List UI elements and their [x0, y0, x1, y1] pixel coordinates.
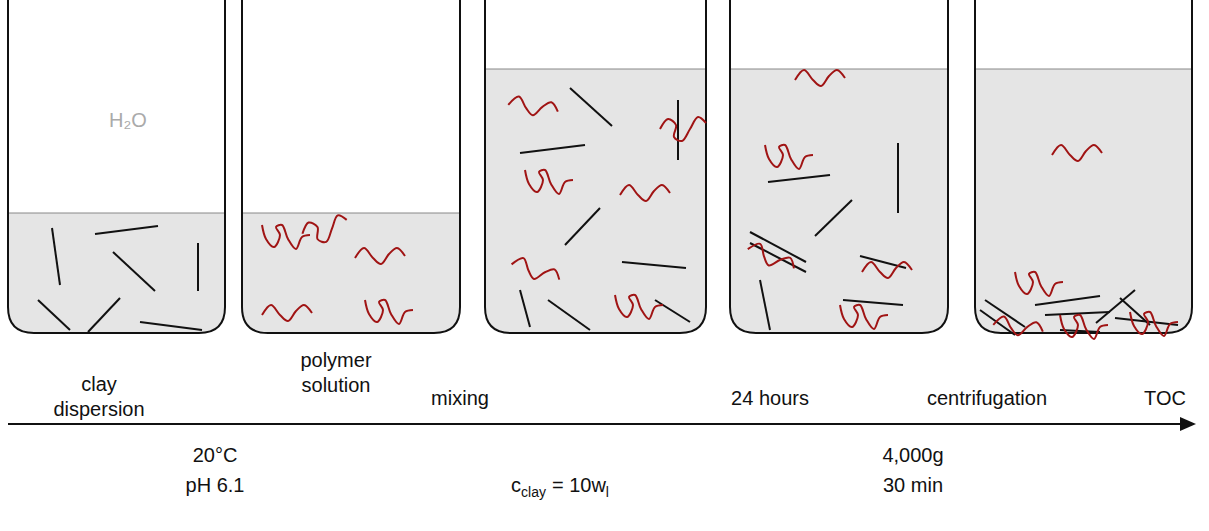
formula-text: c [511, 474, 521, 496]
polymer-chain [365, 300, 413, 324]
polymer-chain [660, 117, 706, 141]
clay-platelet [897, 143, 899, 213]
label: clay dispersion [44, 372, 154, 422]
clay-platelet [197, 243, 199, 291]
clay-platelet [1035, 296, 1100, 305]
clay-platelet [768, 175, 830, 182]
clay-platelet [113, 252, 155, 291]
liquid-surface [485, 69, 706, 70]
formula: cclay = 10wl [511, 473, 609, 505]
label: 20°C [175, 443, 255, 468]
clay-platelet [570, 88, 612, 126]
clay-platelet [95, 226, 158, 234]
beaker [8, 0, 225, 333]
clay-platelet [815, 200, 852, 236]
polymer-chain [795, 70, 845, 86]
polymer-chain [525, 170, 573, 194]
liquid-surface [975, 69, 1192, 70]
label: 4,000g [863, 443, 963, 468]
clay-platelet [548, 300, 590, 330]
polymer-chain [615, 295, 663, 319]
label: pH 6.1 [170, 473, 260, 498]
label: 30 min [863, 473, 963, 498]
label: centrifugation [907, 386, 1067, 411]
clay-platelet [140, 322, 202, 330]
beaker [730, 0, 948, 333]
liquid-surface [730, 69, 948, 70]
clay-platelet [980, 310, 1015, 335]
timeline [8, 423, 1182, 425]
polymer-chain [1052, 145, 1102, 161]
polymer-chain [262, 305, 312, 321]
polymer-chain [1060, 315, 1108, 339]
label: TOC [1135, 386, 1195, 411]
liquid [242, 213, 460, 333]
subscript: l [606, 484, 609, 500]
clay-platelet [677, 100, 679, 160]
liquid-surface [8, 213, 225, 214]
polymer-chain [765, 145, 813, 169]
liquid-surface [242, 213, 460, 214]
clay-platelet [520, 145, 585, 153]
polymer-chain [1130, 312, 1178, 336]
clay-platelet [655, 300, 690, 322]
label: mixing [415, 386, 505, 411]
beaker [975, 0, 1192, 333]
polymer-chain [840, 305, 888, 329]
clay-platelet [38, 300, 70, 330]
polymer-chain [992, 315, 1044, 339]
clay-platelet [1120, 298, 1150, 325]
label: 24 hours [715, 386, 825, 411]
polymer-chain [620, 185, 670, 201]
clay-platelet [760, 280, 770, 330]
subscript: clay [521, 484, 546, 500]
polymer-chain [300, 214, 349, 246]
clay-platelet [88, 298, 120, 332]
label: H₂O [88, 108, 168, 133]
clay-platelet [985, 300, 1025, 327]
clay-platelet [565, 208, 600, 245]
polymer-chain [355, 248, 405, 264]
polymer-chain [507, 95, 559, 119]
polymer-chain [745, 240, 797, 276]
liquid [485, 69, 706, 333]
clay-platelet [52, 228, 60, 285]
polymer-chain [510, 255, 562, 287]
beaker [485, 0, 706, 333]
clay-platelet [520, 290, 530, 327]
liquid [8, 213, 225, 333]
polymer-chain [862, 262, 912, 278]
formula-text: = 10w [552, 474, 606, 496]
label: polymer solution [281, 348, 391, 398]
polymer-chain [262, 225, 310, 249]
liquid [730, 69, 948, 333]
liquid [975, 69, 1192, 333]
clay-platelet [843, 300, 903, 305]
beaker [242, 0, 460, 333]
polymer-chain [1015, 272, 1063, 296]
arrowhead [1180, 417, 1196, 431]
clay-platelet [750, 243, 806, 272]
clay-platelet [622, 262, 686, 268]
